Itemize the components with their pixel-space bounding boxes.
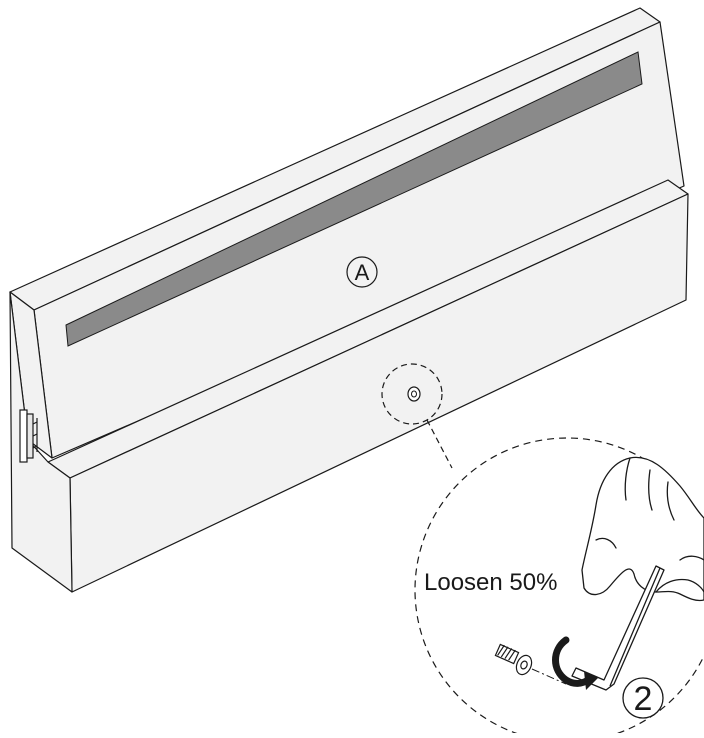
screw-head-icon	[407, 386, 421, 402]
instruction-text: Loosen 50%	[424, 569, 557, 596]
hand-icon	[581, 456, 704, 602]
part-label-text: A	[355, 260, 370, 285]
wall-bracket-icon	[19, 409, 38, 463]
screw-callout-circle	[381, 363, 443, 425]
step-number-text: 2	[634, 680, 653, 718]
glass-slot-strip	[65, 51, 643, 347]
screw-axis-line	[531, 668, 567, 685]
part-label-a: A	[346, 256, 378, 288]
step-number-badge: 2	[622, 677, 664, 719]
rotate-arrow-icon	[552, 636, 598, 690]
callout-leader-line	[426, 419, 453, 469]
screw-icon	[494, 643, 533, 676]
